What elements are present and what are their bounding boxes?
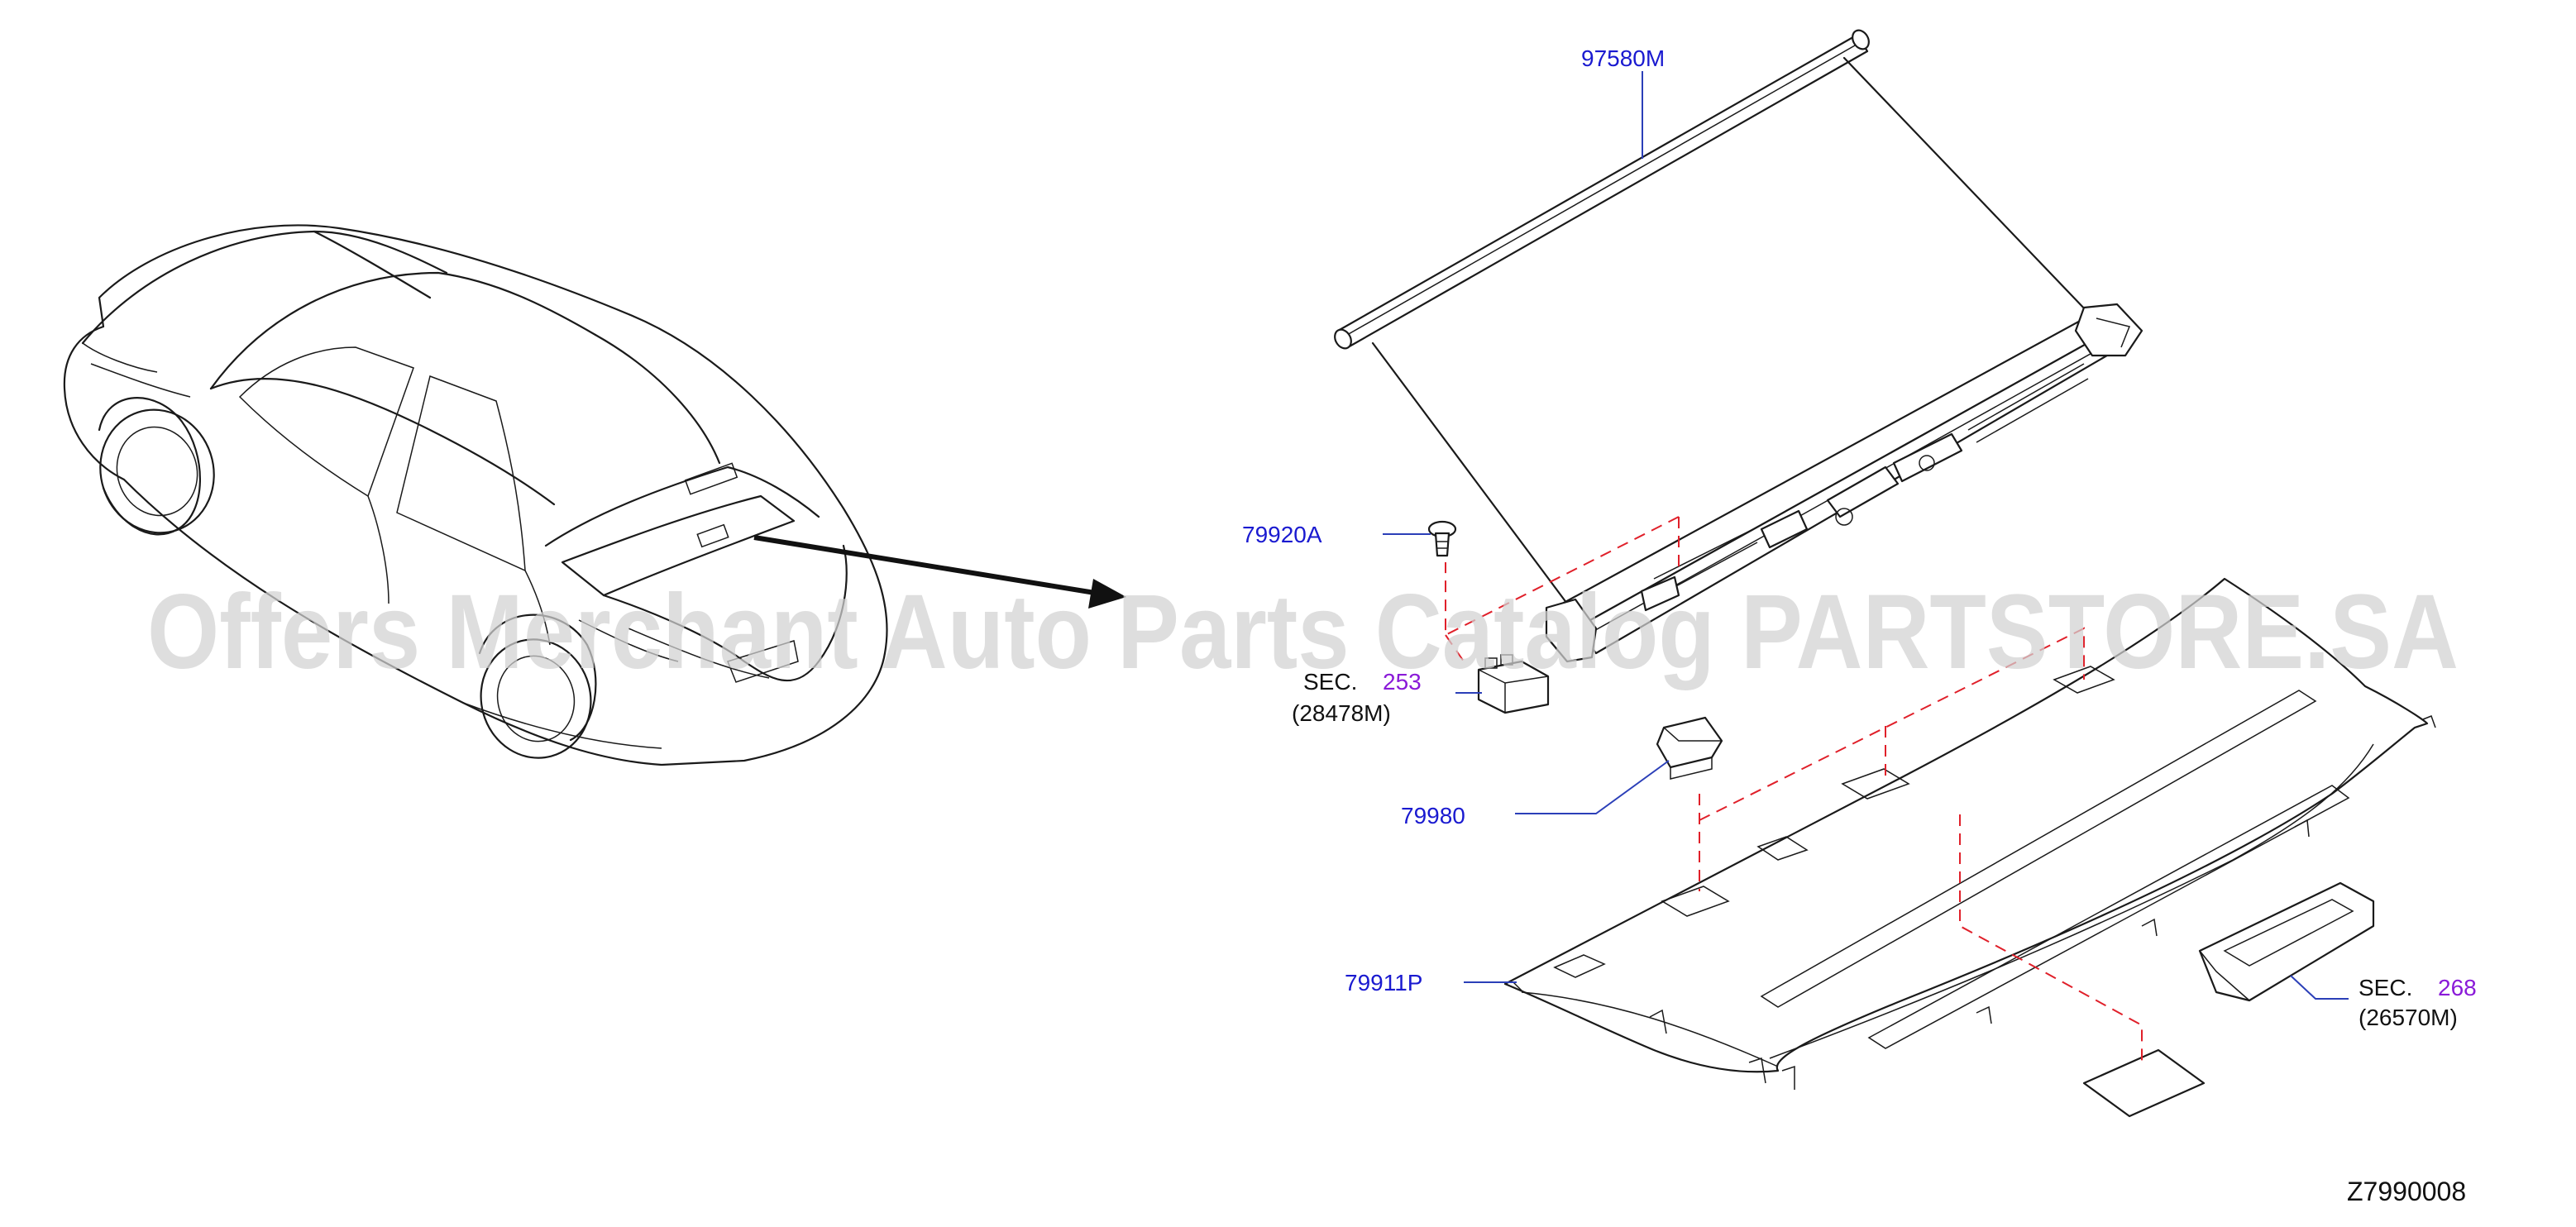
cover-part bbox=[1656, 716, 1723, 780]
label-sec-253-number[interactable]: 253 bbox=[1383, 669, 1422, 695]
label-79980[interactable]: 79980 bbox=[1401, 803, 1465, 828]
label-79911p[interactable]: 79911P bbox=[1345, 970, 1422, 995]
label-sec-253-ref: (28478M) bbox=[1292, 700, 1391, 726]
watermark-text: Offers Merchant Auto Parts Catalog PARTS… bbox=[147, 573, 2459, 691]
car-illustration bbox=[63, 224, 888, 766]
rear-parcel-shelf bbox=[1503, 577, 2436, 1090]
high-mount-lamp bbox=[2198, 881, 2375, 1002]
roller-shade-assembly bbox=[1334, 29, 2143, 663]
pad-part bbox=[2082, 1048, 2206, 1118]
dashed-guides bbox=[1445, 516, 2143, 1067]
label-79920a[interactable]: 79920A bbox=[1242, 522, 1322, 547]
clip-part bbox=[1427, 520, 1457, 557]
leader-lines bbox=[1383, 71, 2349, 1000]
label-sec-268-prefix: SEC. bbox=[2359, 975, 2412, 1000]
diagram-code: Z7990008 bbox=[2347, 1177, 2466, 1206]
detail-arrow bbox=[753, 535, 1126, 609]
label-sec-268-ref: (26570M) bbox=[2359, 1005, 2458, 1030]
label-sec-268-number[interactable]: 268 bbox=[2438, 975, 2477, 1000]
label-97580m[interactable]: 97580M bbox=[1581, 45, 1665, 71]
label-sec-253-prefix: SEC. bbox=[1303, 669, 1357, 695]
connector-part bbox=[1477, 654, 1550, 714]
